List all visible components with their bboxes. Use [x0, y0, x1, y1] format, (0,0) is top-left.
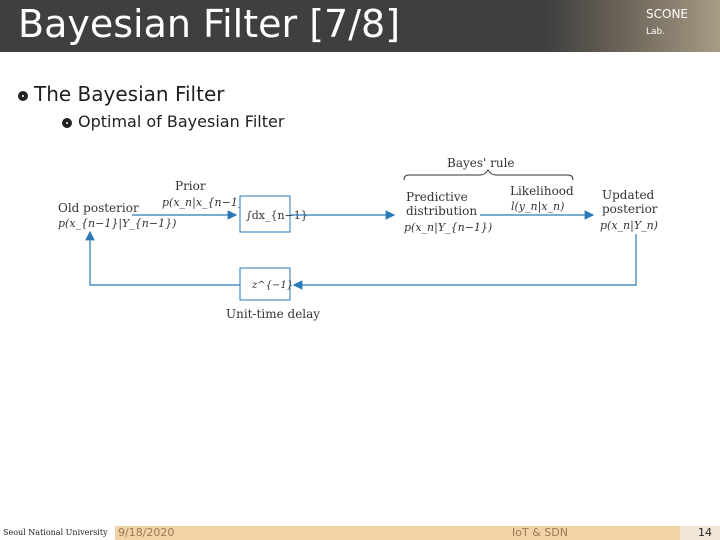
delay-box	[239, 267, 291, 301]
bayes-rule-bracket	[403, 169, 574, 181]
footer-topic: IoT & SDN	[512, 526, 568, 539]
bullet-icon	[62, 117, 72, 128]
footer-date: 9/18/2020	[118, 526, 175, 539]
old-posterior-label: Old posterior	[58, 201, 139, 215]
delay-label: Unit-time delay	[226, 307, 320, 321]
likelihood-expr: l(y_n|x_n)	[511, 200, 564, 214]
prior-label: Prior	[175, 179, 206, 193]
predictive-label-2: distribution	[406, 204, 477, 218]
likelihood-label: Likelihood	[510, 184, 574, 198]
updated-label-2: posterior	[602, 202, 658, 216]
updated-expr: p(x_n|Y_n)	[600, 219, 658, 233]
bayes-rule-label: Bayes' rule	[447, 156, 515, 170]
bullet-icon	[18, 90, 28, 101]
page-number: 14	[680, 526, 720, 540]
integral-box	[239, 195, 291, 233]
predictive-expr: p(x_n|Y_{n−1})	[404, 221, 492, 235]
bullet2-text: Optimal of Bayesian Filter	[78, 112, 285, 131]
slide-title: Bayesian Filter [7/8]	[18, 2, 401, 46]
lab-name: SCONE	[646, 7, 688, 21]
feedback-line-right	[292, 234, 637, 290]
lab-suffix: Lab.	[646, 27, 666, 37]
university-logo: Seoul National University	[0, 526, 115, 540]
old-posterior-expr: p(x_{n−1}|Y_{n−1})	[58, 217, 176, 231]
bayesian-filter-diagram: Bayes' rule Prior p(x_n|x_{n−1}) Old pos…	[58, 156, 658, 321]
slide-footer: Seoul National University 9/18/2020 IoT …	[0, 526, 720, 540]
slide-header: Bayesian Filter [7/8] SCONE Lab.	[0, 0, 720, 52]
predictive-label-1: Predictive	[406, 190, 468, 204]
header-photo	[545, 0, 720, 52]
bullet1-text: The Bayesian Filter	[34, 82, 225, 106]
prior-expr: p(x_n|x_{n−1})	[162, 196, 249, 210]
feedback-line-left	[85, 230, 240, 286]
updated-label-1: Updated	[602, 188, 655, 202]
delay-expr: z^{−1}	[251, 280, 293, 291]
bullet-level2: Optimal of Bayesian Filter	[62, 112, 284, 131]
bullet-level1: The Bayesian Filter	[18, 82, 224, 106]
integral-expr: ∫dx_{n−1}	[246, 209, 308, 222]
